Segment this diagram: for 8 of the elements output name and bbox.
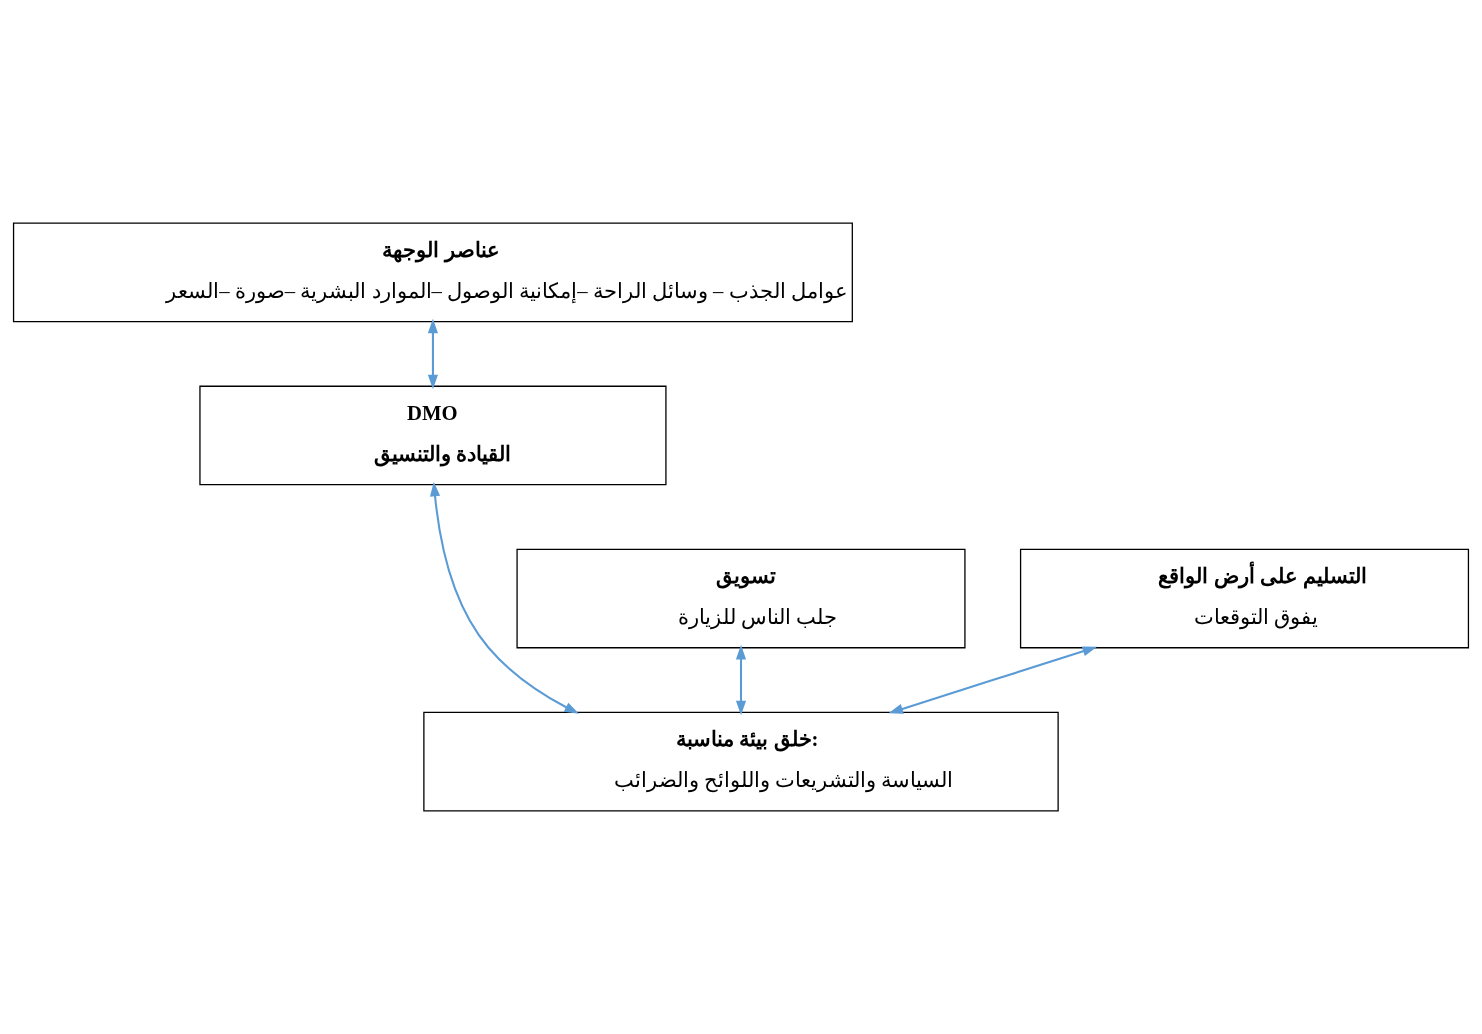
- node-box: عناصر الوجهة عوامل الجذب – وسائل الراحة –إمكانية الوصول –الموارد البشرية –صورة –السعر: [12, 222, 853, 323]
- node-box: تسويق جلب الناس للزيارة: [516, 548, 966, 649]
- arrow: [735, 644, 747, 716]
- node-box: خلق بيئة مناسبة: السياسة والتشريعات واللوائح والضرائب: [423, 711, 1059, 812]
- arrow: [429, 481, 579, 714]
- arrow: [427, 318, 438, 390]
- arrow: [888, 646, 1098, 714]
- node-box: التسليم على أرض الواقع يفوق التوقعات: [1019, 548, 1470, 649]
